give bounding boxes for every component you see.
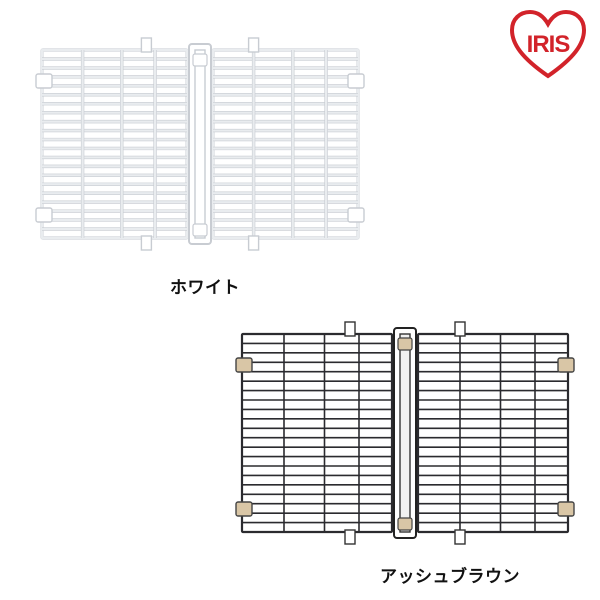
connector-clip [347,207,365,223]
white-fence-image [35,37,365,251]
hinge-inner [399,333,411,533]
fence-panel-right [211,37,365,251]
panel-tab-top [247,37,260,53]
hinge-inner [194,49,206,239]
hinge-clip [192,223,208,237]
panel-tab-bottom [247,235,260,251]
panel-tab-top [140,37,153,53]
panel-frame [416,332,570,534]
connector-clip [557,357,575,373]
panel-tab-bottom [454,529,466,545]
panel-frame [211,48,360,240]
panel-frame [40,48,189,240]
panel-tab-bottom [344,529,356,545]
hinge-clip [397,337,413,351]
logo-text: IRIS [527,31,571,58]
connector-clip [235,501,253,517]
fence-panel-left [235,321,394,545]
connector-clip [235,357,253,373]
variant-label-ash-brown: アッシュブラウン [380,567,520,587]
connector-clip [557,501,575,517]
connector-clip [35,207,53,223]
connector-clip [35,73,53,89]
hinge-clip [192,53,208,67]
iris-logo: IRIS [509,9,587,79]
panel-frame [240,332,394,534]
connector-clip [347,73,365,89]
panel-tab-top [454,321,466,337]
panel-tab-bottom [140,235,153,251]
variant-label-white: ホワイト [170,278,240,298]
hinge-column [393,327,417,539]
logo-heart-outline [509,9,587,79]
ash-brown-fence-image [235,321,575,545]
fence-panel-right [416,321,575,545]
panel-tab-top [344,321,356,337]
hinge-clip [397,517,413,531]
hinge-column [188,43,212,245]
fence-panel-left [35,37,189,251]
